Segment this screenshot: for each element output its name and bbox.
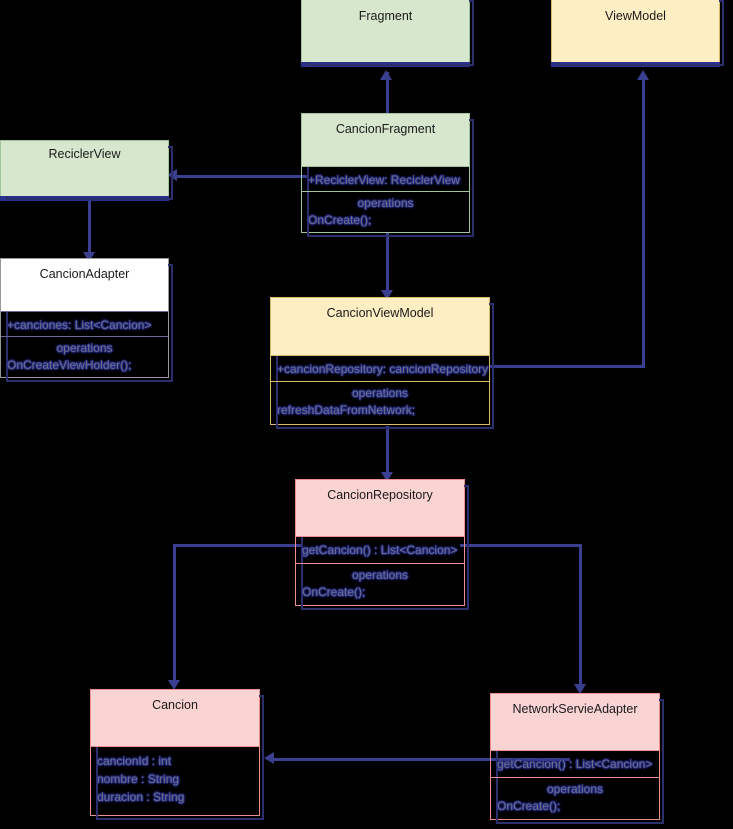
attributes-cancionfragment: +ReciclerView: ReciclerView [302, 167, 469, 192]
arrowhead-cancionviewmodel [381, 290, 393, 300]
attributes-networkservieadapter: getCancion() : List<Cancion> [491, 751, 659, 778]
operation-item: OnCreateViewHolder(); [7, 358, 132, 372]
class-name-cancionviewmodel: CancionViewModel [271, 298, 489, 356]
operations-cancionfragment: operations OnCreate(); [302, 192, 469, 232]
connector-cancionrepository-to-networkservieadapter-horizontal [460, 544, 582, 547]
attributes-cancionrepository: getCancion() : List<Cancion> [296, 537, 464, 564]
class-box-cancionviewmodel[interactable]: CancionViewModel +cancionRepository: can… [270, 297, 494, 429]
class-name-viewmodel: ViewModel [552, 0, 719, 62]
class-box-cancionfragment[interactable]: CancionFragment +ReciclerView: ReciclerV… [301, 113, 474, 237]
class-name-cancion: Cancion [91, 690, 259, 747]
operation-item: refreshDataFromNetwork; [277, 403, 416, 417]
arrowhead-cancion-from-network [264, 752, 274, 764]
connector-reciclerview-to-cancionadapter [88, 200, 91, 258]
operations-label: operations [56, 341, 113, 355]
connector-cancionrepository-to-networkservieadapter-vertical [579, 544, 582, 688]
connector-cancionfragment-to-reciclerview [172, 175, 307, 178]
class-name-networkservieadapter: NetworkServieAdapter [491, 694, 659, 751]
operation-item: OnCreate(); [497, 799, 561, 813]
connector-cancionviewmodel-to-viewmodel-horizontal [490, 365, 645, 368]
operations-label: operations [357, 196, 414, 210]
class-name-cancionadapter: CancionAdapter [1, 259, 168, 312]
attribute-item: cancionId : int [97, 754, 172, 768]
attribute-item: +canciones: List<Cancion> [7, 318, 152, 332]
attribute-item: +cancionRepository: cancionRepository [277, 362, 489, 376]
arrowhead-cancionadapter [83, 252, 95, 262]
attribute-item: getCancion() : List<Cancion> [497, 757, 653, 771]
operation-item: OnCreate(); [302, 585, 366, 599]
class-box-cancionadapter[interactable]: CancionAdapter +canciones: List<Cancion>… [0, 258, 173, 382]
operations-cancionviewmodel: operations refreshDataFromNetwork; [271, 382, 489, 424]
class-box-reciclerview[interactable]: ReciclerView [0, 140, 173, 200]
class-box-viewmodel[interactable]: ViewModel [551, 0, 724, 66]
attributes-cancionadapter: +canciones: List<Cancion> [1, 312, 168, 337]
operations-label: operations [546, 782, 604, 796]
attribute-item: nombre : String [97, 772, 180, 786]
class-box-cancionrepository[interactable]: CancionRepository getCancion() : List<Ca… [295, 479, 469, 610]
operations-cancionadapter: operations OnCreateViewHolder(); [1, 337, 168, 377]
attributes-cancion: cancionId : int nombre : String duracion… [91, 747, 259, 816]
operations-label: operations [351, 386, 409, 400]
arrowhead-networkservieadapter [574, 684, 586, 694]
class-box-networkservieadapter[interactable]: NetworkServieAdapter getCancion() : List… [490, 693, 664, 824]
arrowhead-viewmodel [637, 70, 649, 80]
operations-label: operations [351, 568, 409, 582]
class-name-fragment: Fragment [302, 0, 469, 62]
class-box-fragment[interactable]: Fragment [301, 0, 474, 66]
connector-networkservieadapter-to-cancion [270, 758, 570, 761]
class-name-reciclerview: ReciclerView [1, 141, 168, 196]
attribute-item: +ReciclerView: ReciclerView [308, 173, 460, 187]
class-box-cancion[interactable]: Cancion cancionId : int nombre : String … [90, 689, 264, 820]
operations-networkservieadapter: operations OnCreate(); [491, 778, 659, 820]
arrowhead-fragment [380, 70, 392, 80]
class-name-cancionfragment: CancionFragment [302, 114, 469, 167]
class-name-cancionrepository: CancionRepository [296, 480, 464, 537]
connector-cancionfragment-to-fragment [386, 72, 389, 114]
attributes-cancionviewmodel: +cancionRepository: cancionRepository [271, 356, 489, 382]
attribute-item: getCancion() : List<Cancion> [302, 543, 458, 557]
connector-cancionrepository-to-cancion-vertical [173, 544, 176, 684]
arrowhead-cancionrepository [381, 472, 393, 482]
attribute-item: duracion : String [97, 790, 185, 804]
operation-item: OnCreate(); [308, 213, 372, 227]
connector-cancionviewmodel-to-viewmodel-vertical [642, 78, 645, 368]
connector-cancionfragment-to-cancionviewmodel [386, 232, 389, 297]
operations-cancionrepository: operations OnCreate(); [296, 564, 464, 606]
connector-cancionviewmodel-to-cancionrepository [386, 426, 389, 480]
arrowhead-cancion [168, 680, 180, 690]
connector-cancionrepository-to-cancion-horizontal [173, 544, 303, 547]
